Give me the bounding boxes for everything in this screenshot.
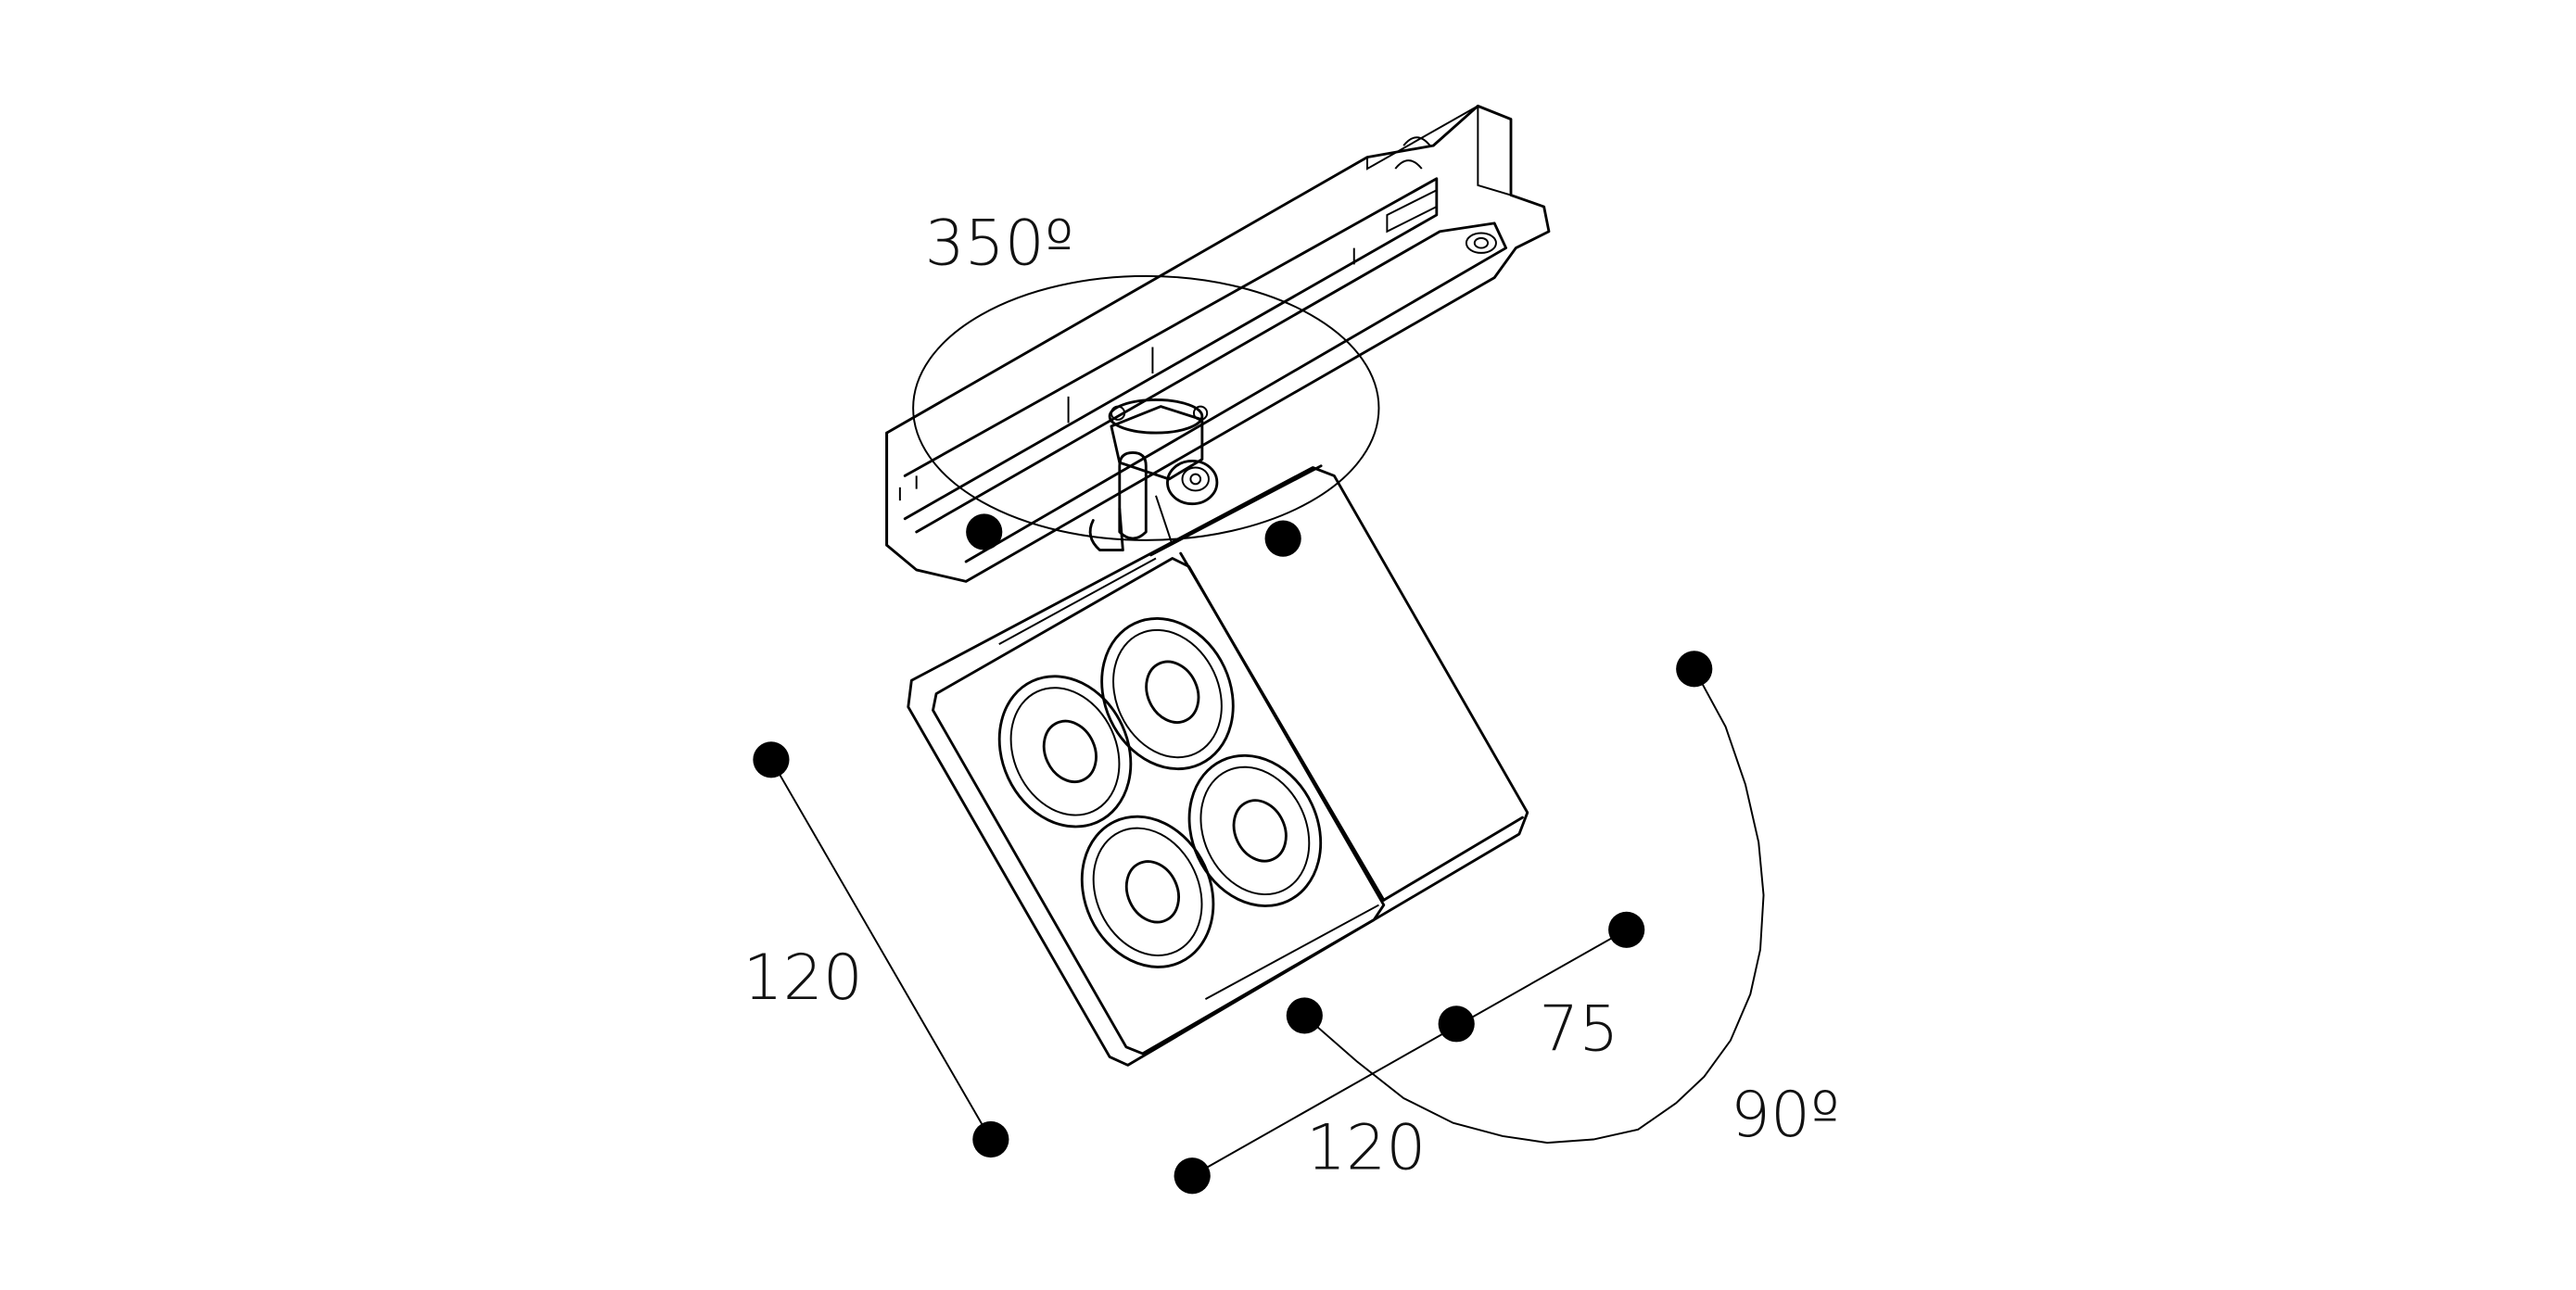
tilt-arc (1303, 668, 1765, 1145)
lens-bottom-left (1080, 815, 1215, 968)
label-width: 120 (1306, 1111, 1426, 1184)
label-depth: 75 (1539, 992, 1618, 1065)
swivel-joint (1088, 398, 1219, 551)
label-height: 120 (743, 941, 863, 1014)
dot (753, 741, 790, 778)
dot (1174, 1157, 1211, 1195)
dot (1286, 997, 1323, 1034)
label-rotation-horizontal: 350º (925, 206, 1074, 279)
width-dimension-line (1191, 929, 1628, 1177)
dot (1676, 651, 1713, 688)
dot (1608, 911, 1645, 948)
dimension-dots (753, 513, 1713, 1195)
dot (966, 513, 1003, 550)
dot (1438, 1005, 1475, 1043)
dot (972, 1120, 1009, 1158)
height-dimension-line (770, 759, 992, 1141)
rotation-ellipse (912, 274, 1380, 541)
lens-top-left (997, 675, 1133, 828)
dot (1264, 520, 1301, 557)
light-head (907, 464, 1529, 1067)
lens-bottom-right (1187, 753, 1323, 907)
lens-top-right (1100, 617, 1235, 771)
label-rotation-vertical: 90º (1731, 1078, 1840, 1151)
track-adapter (885, 104, 1551, 583)
